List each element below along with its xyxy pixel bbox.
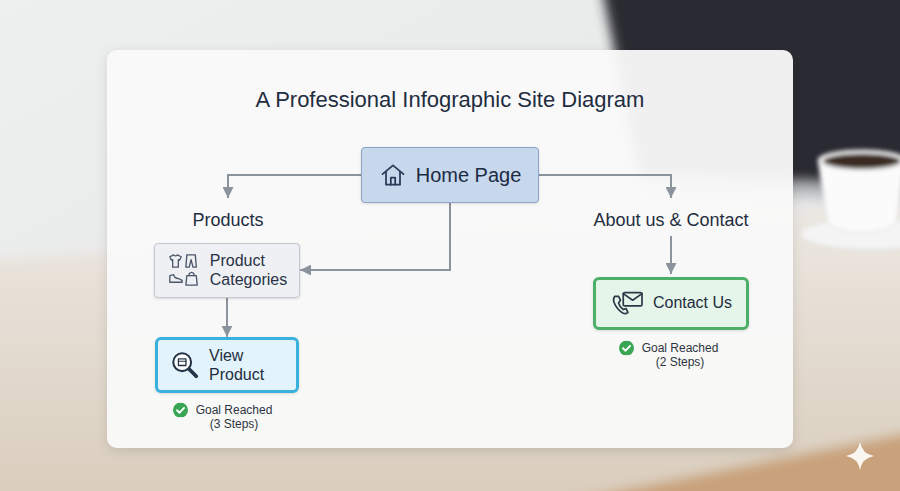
check-icon [173,403,188,418]
node-text-block: Product Categories [210,251,287,289]
goal-note: Goal Reached (3 Steps) [173,403,275,432]
connector-arrow [300,203,450,270]
node-label: Home Page [416,163,522,187]
diagram-title: A Professional Infographic Site Diagram [0,87,900,113]
node-text-block: Home Page [416,163,522,187]
goal-page-box: View Product [155,337,299,393]
label-text: About us & Contact [593,210,748,232]
label-text: Goal Reached (2 Steps) [639,341,721,370]
sparkle-watermark [846,442,874,470]
check-icon [619,341,634,356]
node-icon [170,350,200,380]
node-label: Contact Us [653,293,732,312]
section-heading: About us & Contact [593,210,748,232]
node-label: Product Categories [210,251,287,289]
node-icon [610,288,644,318]
section-heading: Products [192,210,263,232]
goal-page-box: Contact Us [593,277,749,330]
node-icon [167,253,201,287]
node-text-block: View Product [209,346,264,384]
label-text: Products [192,210,263,232]
connector-arrow [226,298,228,337]
node-label: View Product [209,346,264,384]
category-box: Product Categories [154,243,300,298]
goal-note: Goal Reached (2 Steps) [619,341,721,370]
coffee-cup [800,150,900,250]
node-text-block: Contact Us [653,293,732,312]
home-page-box: Home Page [361,147,539,203]
node-icon [379,161,407,189]
section-arrow [670,236,672,274]
label-text: Goal Reached (3 Steps) [193,403,275,432]
